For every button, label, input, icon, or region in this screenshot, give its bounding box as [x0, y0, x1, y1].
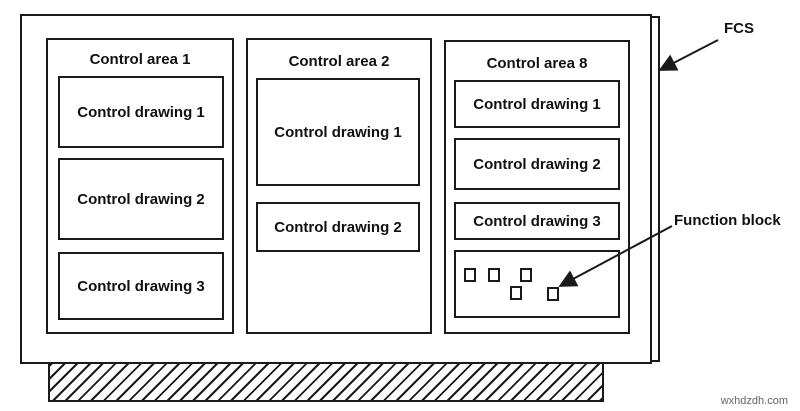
- area8-control-drawing-2: Control drawing 2: [454, 138, 620, 190]
- area1-control-drawing-3: Control drawing 3: [58, 252, 224, 320]
- area2-control-drawing-2: Control drawing 2: [256, 202, 420, 252]
- control-area-2-title: Control area 2: [288, 52, 390, 70]
- watermark-text: wxhdzdh.com: [720, 395, 788, 407]
- function-block: [547, 287, 559, 301]
- function-block: [510, 286, 522, 300]
- fcs-annotation-label: FCS: [724, 20, 754, 37]
- function-block: [464, 268, 476, 282]
- area2-control-drawing-1: Control drawing 1: [256, 78, 420, 186]
- fcs-base-hatched: [48, 362, 604, 402]
- area1-control-drawing-2: Control drawing 2: [58, 158, 224, 240]
- function-block: [520, 268, 532, 282]
- control-area-1-title: Control area 1: [89, 50, 191, 68]
- fcs-pointer-arrow: [658, 39, 719, 71]
- control-area-8-title: Control area 8: [486, 54, 588, 72]
- area8-control-drawing-3: Control drawing 3: [454, 202, 620, 240]
- function-block-annotation-label: Function block: [674, 212, 781, 229]
- function-block: [488, 268, 500, 282]
- function-block-area: [454, 250, 620, 318]
- fcs-side-panel: [650, 16, 660, 362]
- area1-control-drawing-1: Control drawing 1: [58, 76, 224, 148]
- area8-control-drawing-1: Control drawing 1: [454, 80, 620, 128]
